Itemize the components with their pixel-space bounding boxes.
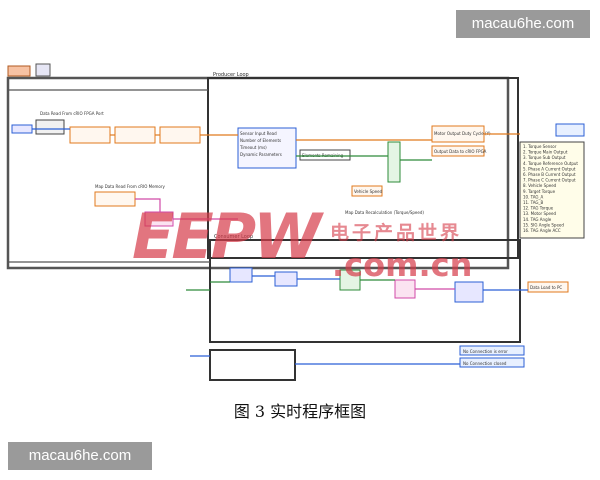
consumer-block-2[interactable] — [274, 271, 298, 287]
control-box[interactable] — [35, 63, 51, 77]
map-read-label: Map Data Read From cRIO Memory — [95, 184, 166, 189]
sensor-input-block[interactable] — [237, 127, 297, 169]
fpga-read-block-3[interactable] — [159, 126, 201, 144]
signal-item: 14. TAG Angle — [523, 217, 552, 222]
data-load-label: Data Load to PC — [530, 285, 562, 290]
conn-error-label: No Connection is error — [463, 349, 508, 354]
map-read-block[interactable] — [94, 191, 136, 207]
cluster-box[interactable] — [555, 123, 585, 137]
consumer-loop-label: Consumer Loop — [214, 234, 253, 240]
signal-item: 5. Phase A Current Output — [523, 166, 576, 171]
vehicle-speed-label: Vehicle Speed — [354, 189, 383, 194]
signal-list-box — [519, 141, 585, 239]
wires — [8, 89, 528, 365]
dynamic-params-label: Dynamic Parameters — [240, 152, 282, 157]
consumer-loop-frame — [209, 239, 521, 343]
signal-item: 6. Phase B Current Output — [523, 172, 576, 177]
consumer-block-1[interactable] — [229, 267, 253, 283]
signal-item: 2. Torque Main Output — [523, 150, 568, 155]
signal-item: 3. Torque Sub Output — [523, 155, 566, 160]
signal-item: 1. Torque Sensor — [523, 144, 557, 149]
vehicle-speed-block[interactable] — [351, 185, 383, 197]
dynamic-remaining-block[interactable] — [299, 149, 351, 161]
signal-item: 15. SIG Angle Speed — [523, 222, 564, 227]
producer-loop-frame — [207, 77, 519, 259]
signal-item: 9. Target Torque — [523, 189, 556, 194]
conn-error-block[interactable] — [459, 345, 525, 356]
torque-ref-label: Map Data Recalculation (Torque/Speed) — [345, 210, 424, 215]
signal-item: 12. TAG Torque — [523, 206, 554, 211]
signal-item: 13. Motor Speed — [523, 211, 556, 216]
num-elements-label: Number of Elements — [240, 138, 281, 143]
consumer-block-5[interactable] — [454, 281, 484, 303]
motor-output-label: Motor Output Duty Cycle (Y) — [434, 131, 491, 136]
fpga-read-block-2[interactable] — [114, 126, 156, 144]
fpga-read-block[interactable] — [69, 126, 111, 144]
site-tag-top: macau6he.com — [456, 10, 590, 38]
figure-caption: 图 3 实时程序框图 — [233, 402, 367, 421]
fpga-open-block[interactable] — [35, 119, 65, 135]
stop-control[interactable] — [7, 65, 31, 77]
output-data-block[interactable] — [431, 145, 485, 157]
signal-item: 7. Phase C Current Output — [523, 178, 576, 183]
signal-item: 8. Vehicle Speed — [523, 183, 557, 188]
signal-item: 4. Torque Reference Output — [523, 161, 578, 166]
timeout-label: Timeout (ms) — [239, 145, 267, 150]
signal-item: 11. TAG_B — [523, 200, 544, 205]
fpga-ref-block[interactable] — [11, 124, 33, 134]
bottom-loop-frame — [209, 349, 296, 381]
site-tag-bottom: macau6he.com — [8, 442, 152, 470]
sensor-input-label: Sensor Input Read — [240, 131, 277, 136]
data-load-block[interactable] — [527, 281, 569, 293]
array-block[interactable] — [387, 141, 401, 183]
signal-item: 16. TAG Angle ACC — [523, 228, 561, 233]
output-data-label: Output Data to cRIO FPGA — [434, 149, 487, 154]
producer-loop-label: Producer Loop — [213, 72, 249, 78]
signal-item: 10. TAG_A — [523, 194, 544, 199]
conn-closed-label: No Connection closed — [463, 361, 507, 366]
fpga-read-label: Data Read From cRIO FPGA Port — [40, 111, 104, 116]
map-read-node[interactable] — [144, 211, 174, 227]
consumer-block-3[interactable] — [339, 269, 361, 291]
consumer-block-4[interactable] — [394, 279, 416, 299]
conn-closed-block[interactable] — [459, 357, 525, 368]
